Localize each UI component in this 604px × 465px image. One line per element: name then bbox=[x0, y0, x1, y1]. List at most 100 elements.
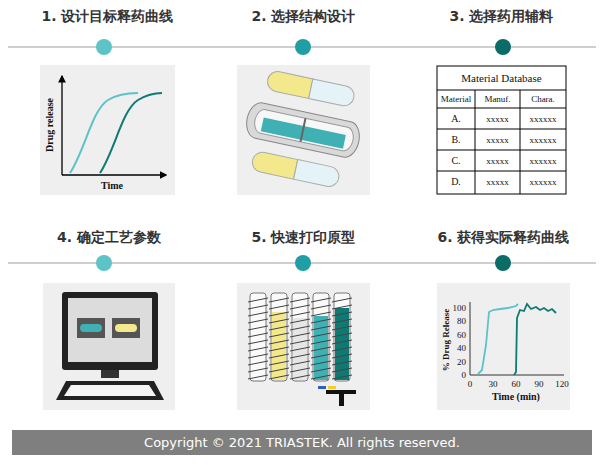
art-stroke bbox=[470, 302, 471, 375]
art-stroke bbox=[248, 312, 268, 316]
art-stroke bbox=[290, 305, 310, 309]
panel-fill bbox=[237, 283, 370, 410]
art-stroke bbox=[248, 298, 352, 379]
step-panel: 6. 获得实际释药曲线 bbox=[437, 283, 570, 410]
tick-label: 90 bbox=[535, 380, 544, 389]
step-panel: 3. 选择药用辅料 bbox=[437, 66, 566, 194]
table-cell: xxxxxx bbox=[530, 156, 557, 165]
table-cell: B. bbox=[451, 135, 460, 145]
art-stroke bbox=[248, 361, 268, 365]
art-stroke bbox=[332, 319, 352, 323]
art-stroke bbox=[248, 305, 268, 309]
tick-label: 30 bbox=[489, 380, 498, 389]
table-cell: xxxxx bbox=[486, 114, 509, 123]
art-stroke bbox=[62, 174, 166, 175]
axis-title: Time (min) bbox=[492, 392, 540, 402]
art-stroke bbox=[80, 324, 102, 332]
art-stroke bbox=[290, 298, 310, 302]
step-panel: 2. 选择结构设计 bbox=[237, 65, 370, 195]
art-stroke bbox=[248, 368, 268, 372]
art-stroke bbox=[311, 298, 331, 302]
art-stroke bbox=[61, 76, 62, 175]
art-stroke bbox=[251, 150, 298, 179]
art-stroke bbox=[248, 298, 268, 302]
art-stroke bbox=[244, 101, 363, 160]
target-chart bbox=[62, 76, 166, 175]
art-stroke bbox=[70, 93, 138, 173]
art-stroke bbox=[311, 347, 331, 351]
art-stroke bbox=[332, 375, 352, 379]
art-stroke bbox=[269, 340, 289, 344]
art-stroke bbox=[332, 333, 352, 337]
art-stroke bbox=[112, 318, 140, 338]
art-stroke bbox=[62, 292, 158, 370]
art-stroke bbox=[311, 319, 331, 323]
axis-title: Time bbox=[101, 181, 123, 191]
step-dot bbox=[295, 39, 311, 55]
axis-title: Drug release bbox=[45, 98, 55, 152]
art-stroke bbox=[290, 375, 310, 379]
copyright-text: Copyright © 2021 TRIASTEK. All rights re… bbox=[144, 435, 460, 450]
art-stroke bbox=[266, 70, 313, 99]
art-stroke bbox=[290, 319, 310, 323]
table-cell: A. bbox=[451, 114, 461, 124]
art-stroke bbox=[332, 347, 352, 351]
art-stroke bbox=[248, 326, 268, 330]
copyright-band: Copyright © 2021 TRIASTEK. All rights re… bbox=[12, 430, 592, 455]
art-stroke bbox=[294, 160, 341, 189]
table-title: Material Database bbox=[461, 73, 541, 84]
material-table bbox=[437, 66, 566, 194]
art-stroke bbox=[437, 66, 566, 194]
step-heading: 1. 设计目标释药曲线 bbox=[42, 8, 174, 26]
art-stroke bbox=[68, 298, 152, 362]
table-header: Manuf. bbox=[484, 95, 510, 104]
art-stroke bbox=[290, 340, 310, 344]
step-panel: 1. 设计目标释药曲线 bbox=[40, 65, 175, 195]
art-stroke bbox=[301, 118, 306, 141]
axis-title: % Drug Release bbox=[442, 309, 451, 372]
art-stroke bbox=[437, 108, 566, 109]
art-stroke bbox=[332, 312, 352, 316]
art-stroke bbox=[311, 361, 331, 365]
tick-label: 0 bbox=[468, 380, 473, 389]
table-cell: xxxxx bbox=[486, 177, 509, 186]
tick-label: 60 bbox=[512, 380, 521, 389]
art-stroke bbox=[311, 340, 331, 344]
table-header: Material bbox=[441, 95, 472, 104]
art-stroke bbox=[269, 354, 289, 358]
art-stroke bbox=[77, 318, 105, 338]
panel-fill bbox=[40, 65, 175, 195]
art-stroke bbox=[248, 347, 268, 351]
art-stroke bbox=[311, 312, 331, 316]
step-heading: 4. 确定工艺参数 bbox=[57, 229, 161, 247]
table-cell: D. bbox=[451, 177, 461, 187]
art-stroke bbox=[332, 340, 352, 344]
step-heading: 6. 获得实际释药曲线 bbox=[438, 229, 570, 247]
tick-label: 20 bbox=[457, 357, 466, 366]
print-tubes bbox=[248, 293, 356, 406]
step-dot bbox=[495, 255, 511, 271]
art-stroke bbox=[261, 118, 346, 149]
art-stroke bbox=[269, 312, 289, 316]
art-stroke bbox=[248, 354, 268, 358]
art-stroke bbox=[290, 354, 310, 358]
step-dot bbox=[96, 39, 112, 55]
release-chart bbox=[470, 302, 564, 375]
table-cell: xxxxx bbox=[486, 135, 509, 144]
step-panel: 5. 快速打印原型 bbox=[237, 283, 370, 410]
step-panel: 4. 确定工艺参数 bbox=[43, 283, 175, 410]
art-stroke bbox=[269, 326, 289, 330]
tick-label: 0 bbox=[462, 371, 467, 380]
art-stroke bbox=[326, 390, 356, 394]
art-stroke bbox=[318, 386, 326, 389]
tick-label: 100 bbox=[453, 304, 467, 313]
art-stroke bbox=[290, 361, 310, 365]
table-header: Chara. bbox=[531, 95, 555, 104]
tick-label: 40 bbox=[457, 344, 466, 353]
art-stroke bbox=[311, 354, 331, 358]
step-dot bbox=[96, 255, 112, 271]
art-stroke bbox=[269, 333, 289, 337]
art-stroke bbox=[311, 305, 331, 309]
art-stroke bbox=[437, 129, 566, 130]
